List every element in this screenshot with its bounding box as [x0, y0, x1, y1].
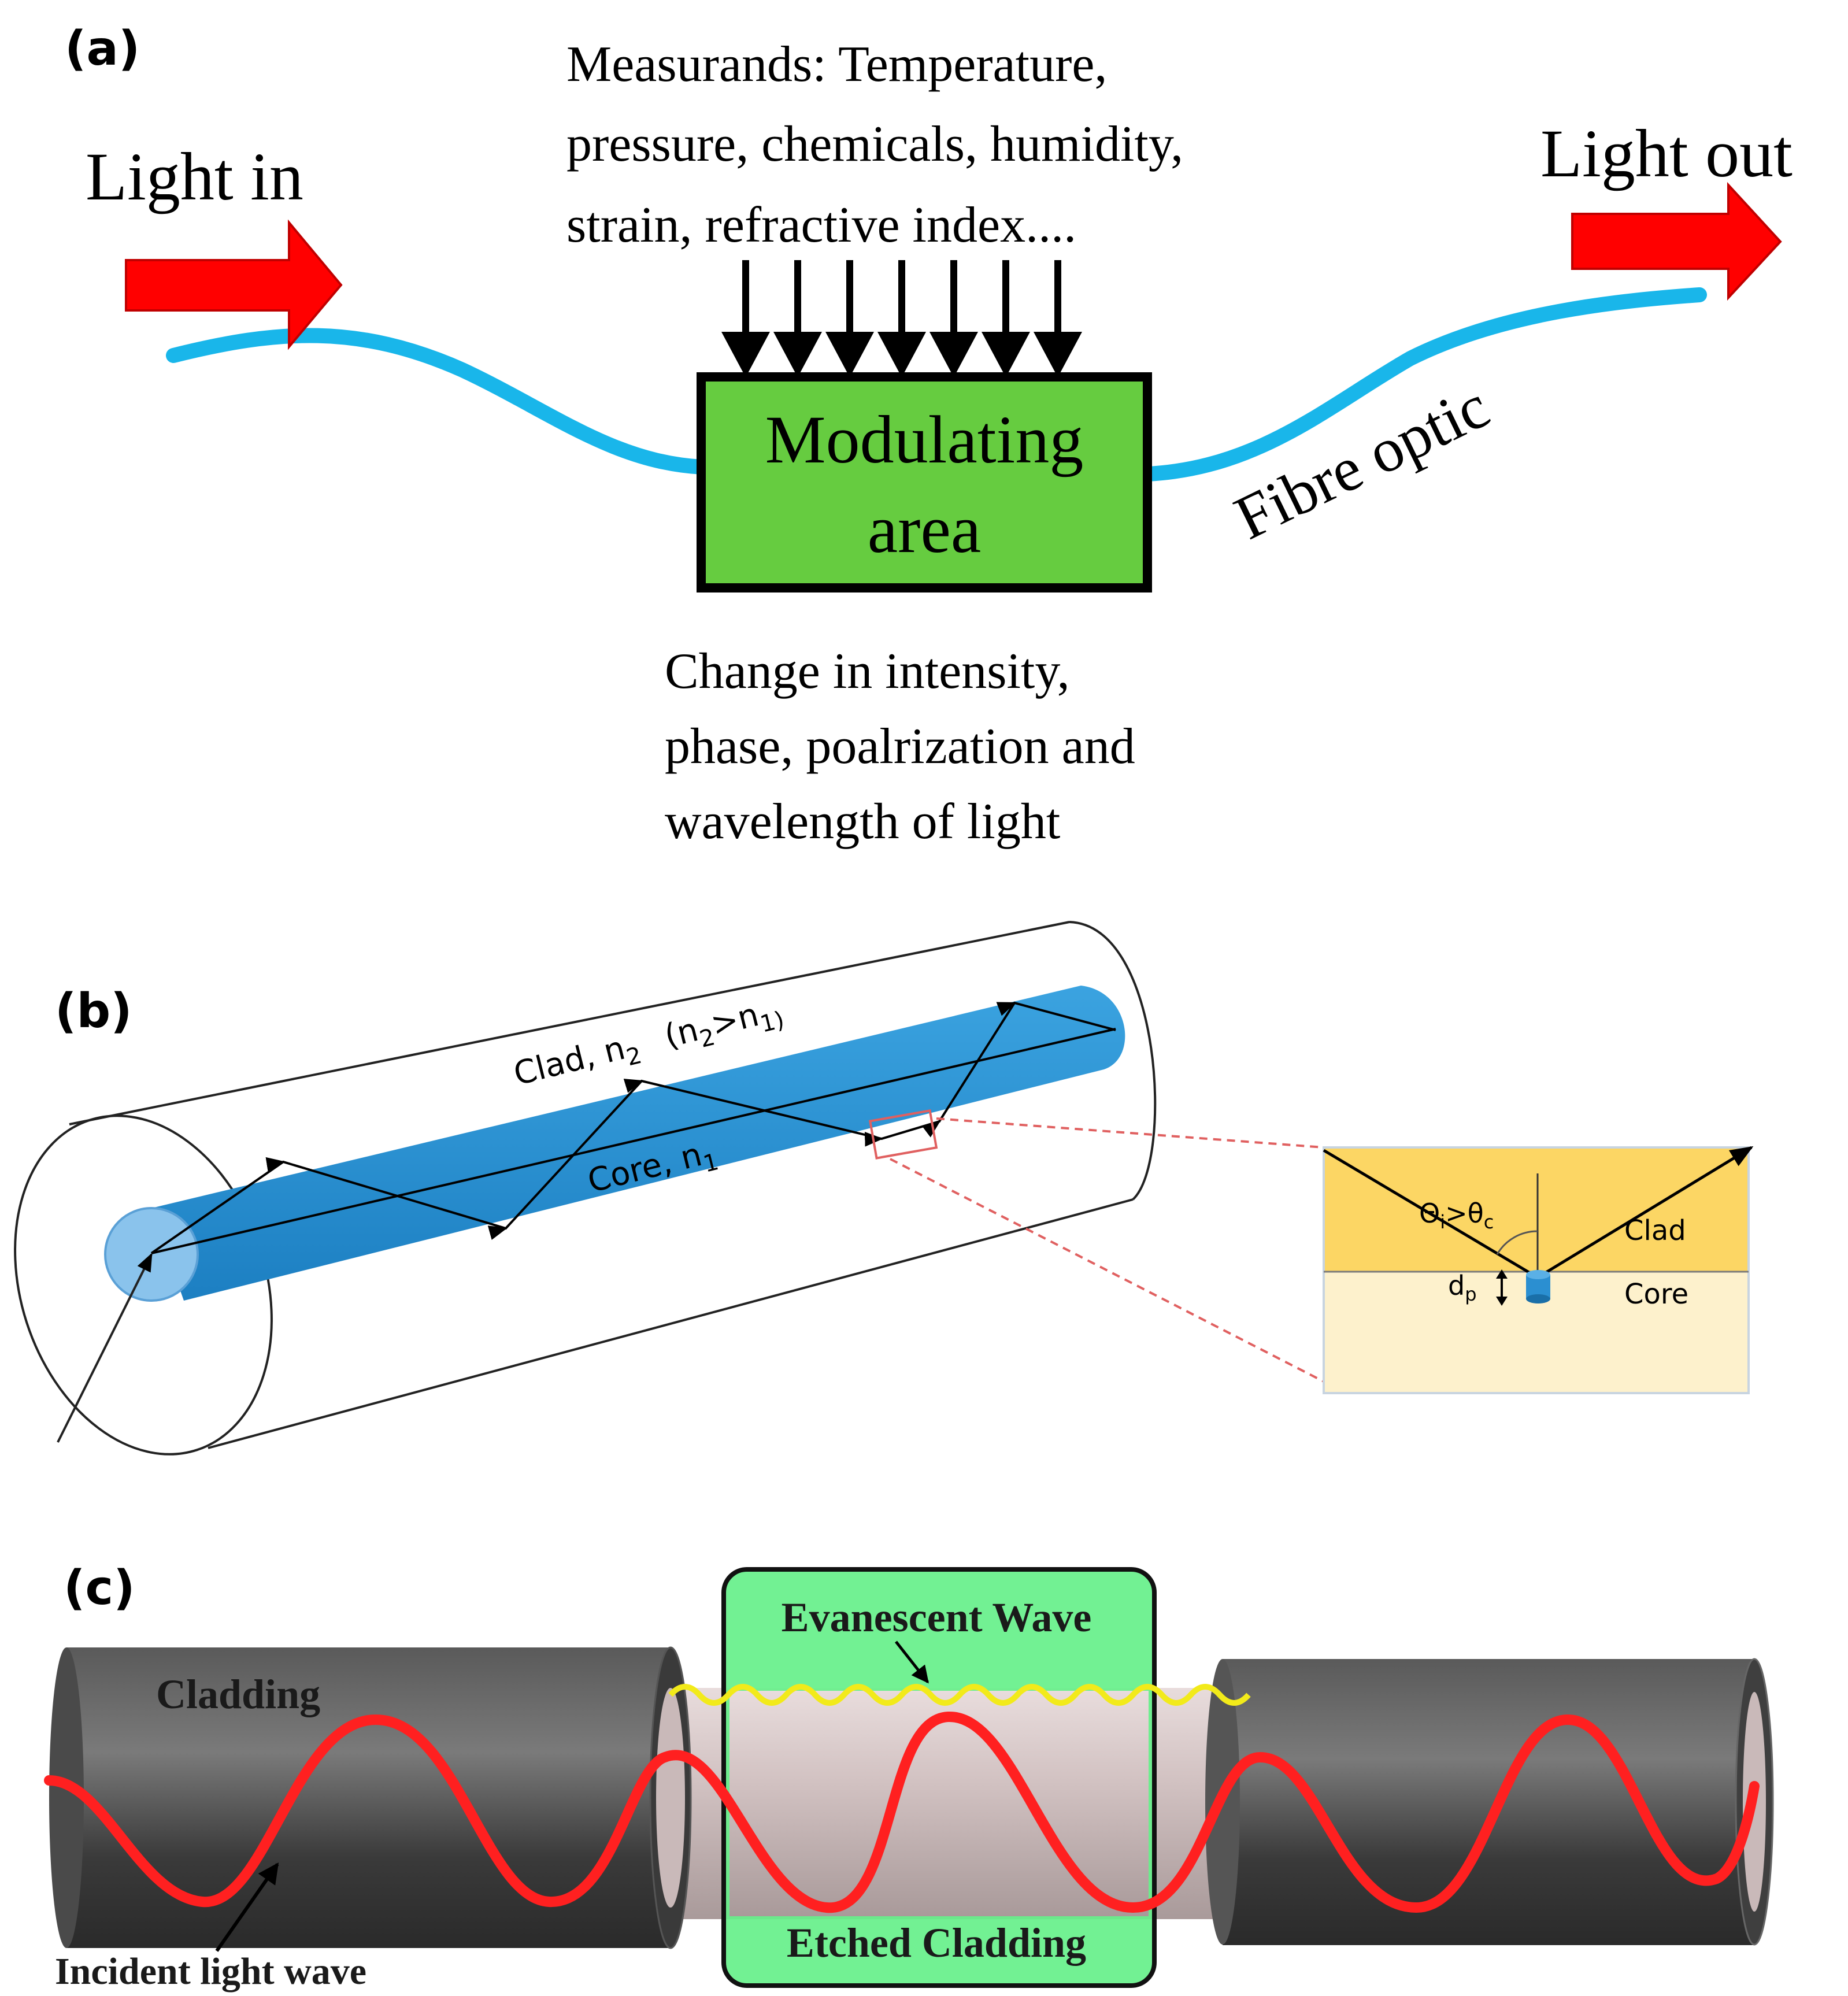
measurands-line-3: strain, refractive index....	[566, 197, 1076, 253]
evanescent-pointer	[895, 1641, 929, 1684]
measurands-line-2: pressure, chemicals, humidity,	[566, 116, 1183, 172]
modulating-area-line-1: Modulating	[765, 402, 1084, 477]
change-line-2: phase, poalrization and	[665, 719, 1135, 775]
light-in-label: Light in	[86, 139, 303, 214]
etched-cladding-label: Etched Cladding	[787, 1920, 1086, 1966]
inset-evanescent-cylinder	[1526, 1270, 1550, 1303]
zoom-line-top	[936, 1117, 1324, 1149]
inset-clad-label: Clad	[1624, 1214, 1686, 1247]
fibre-optic-label: Fibre optic	[1224, 372, 1499, 553]
zoom-line-bottom	[890, 1158, 1324, 1383]
change-line-3: wavelength of light	[665, 794, 1060, 850]
panel-b-label: (b)	[55, 984, 132, 1039]
tir-inset: Θi>θc Clad Core dp	[1323, 1146, 1754, 1394]
panel-c-label: (c)	[64, 1561, 135, 1616]
light-out-label: Light out	[1540, 116, 1793, 191]
measurand-arrows	[721, 260, 1082, 377]
panel-b: (b) Clad, n2 (n2>n1) Core, n1	[14, 921, 1754, 1456]
cladding-label: Cladding	[156, 1671, 320, 1717]
incident-light-wave	[44, 1711, 1760, 1913]
measurands-line-1: Measurands: Temperature,	[566, 36, 1107, 92]
left-cladding	[49, 1646, 692, 1949]
light-out-arrow	[1571, 182, 1782, 301]
incident-light-wave-label: Incident light wave	[55, 1950, 366, 1993]
fibre-optic-cable-left	[166, 328, 710, 475]
ray-path	[150, 1001, 1116, 1254]
incident-pointer	[215, 1862, 279, 1952]
panel-a: (a) Light in Light out Measurands: Tempe…	[65, 21, 1793, 850]
inset-core-label: Core	[1624, 1278, 1688, 1310]
change-line-1: Change in intensity,	[665, 643, 1070, 699]
right-cladding	[1205, 1658, 1774, 1946]
modulating-area-box	[697, 372, 1152, 592]
evanescent-wave	[668, 1684, 1251, 1706]
inset-dp-label: dp	[1448, 1270, 1477, 1305]
fibre-optic-cable-right	[1140, 287, 1707, 482]
light-in-arrow	[125, 219, 343, 350]
inset-angle-label: Θi>θc	[1419, 1198, 1494, 1233]
zoom-region	[868, 1109, 938, 1160]
incident-ray-b	[57, 1253, 153, 1443]
modulating-area-line-2: area	[868, 491, 981, 567]
panel-c: (c) Cladding Evanescent Wave Etched Clad	[44, 1561, 1774, 1993]
axial-ray	[151, 1028, 1116, 1254]
inset-clad-region	[1324, 1147, 1749, 1272]
panel-a-label: (a)	[65, 21, 140, 76]
evanescent-wave-label: Evanescent Wave	[782, 1594, 1092, 1641]
inset-angle-arc	[1496, 1230, 1538, 1255]
